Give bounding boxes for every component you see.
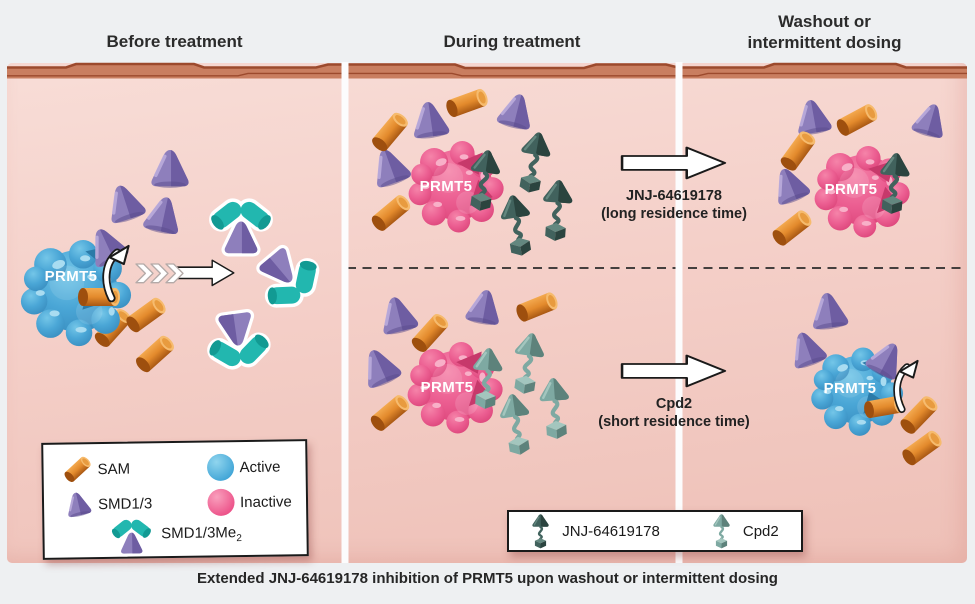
sam-legend-icon [57,453,97,486]
active-legend-icon [201,452,239,483]
washout-line1: Washout or [778,12,871,31]
jnj-legend-label: JNJ-64619178 [562,522,660,540]
jnj-compound-name: JNJ-64619178 [626,188,722,204]
column-title-during: During treatment [443,32,581,51]
active-legend-label: Active [239,458,281,476]
column-title-washout: Washout or intermittent dosing [682,11,967,53]
inactive-legend-icon [202,487,240,518]
legend-compounds: JNJ-64619178 Cpd2 [507,510,803,552]
jnj-residence-time: (long residence time) [601,206,747,222]
cpd2-compound-name: Cpd2 [655,396,693,412]
smd13me2-legend-icon [109,515,154,556]
sam-legend-label: SAM [97,460,131,478]
column-title-before: Before treatment [106,32,243,51]
cpd2-arrow-label: Cpd2 (short residence time) [589,395,759,431]
washout-line2: intermittent dosing [747,33,902,52]
smd13-legend-icon [58,489,98,520]
figure-caption: Extended JNJ-64619178 inhibition of PRMT… [197,570,778,587]
cpd2-legend-icon [712,513,731,549]
cpd2-residence-time: (short residence time) [598,414,750,430]
jnj-legend-icon [531,513,550,549]
smd13-legend-label: SMD1/3 [97,494,153,513]
legend-molecules: SAM Active SMD1/3 Inactive SMD1/3Me2 [41,439,309,560]
jnj-arrow-label: JNJ-64619178 (long residence time) [589,187,759,223]
cpd2-legend-label: Cpd2 [742,522,779,540]
smd13me2-legend-label: SMD1/3Me2 [161,524,242,545]
inactive-legend-label: Inactive [239,492,292,511]
